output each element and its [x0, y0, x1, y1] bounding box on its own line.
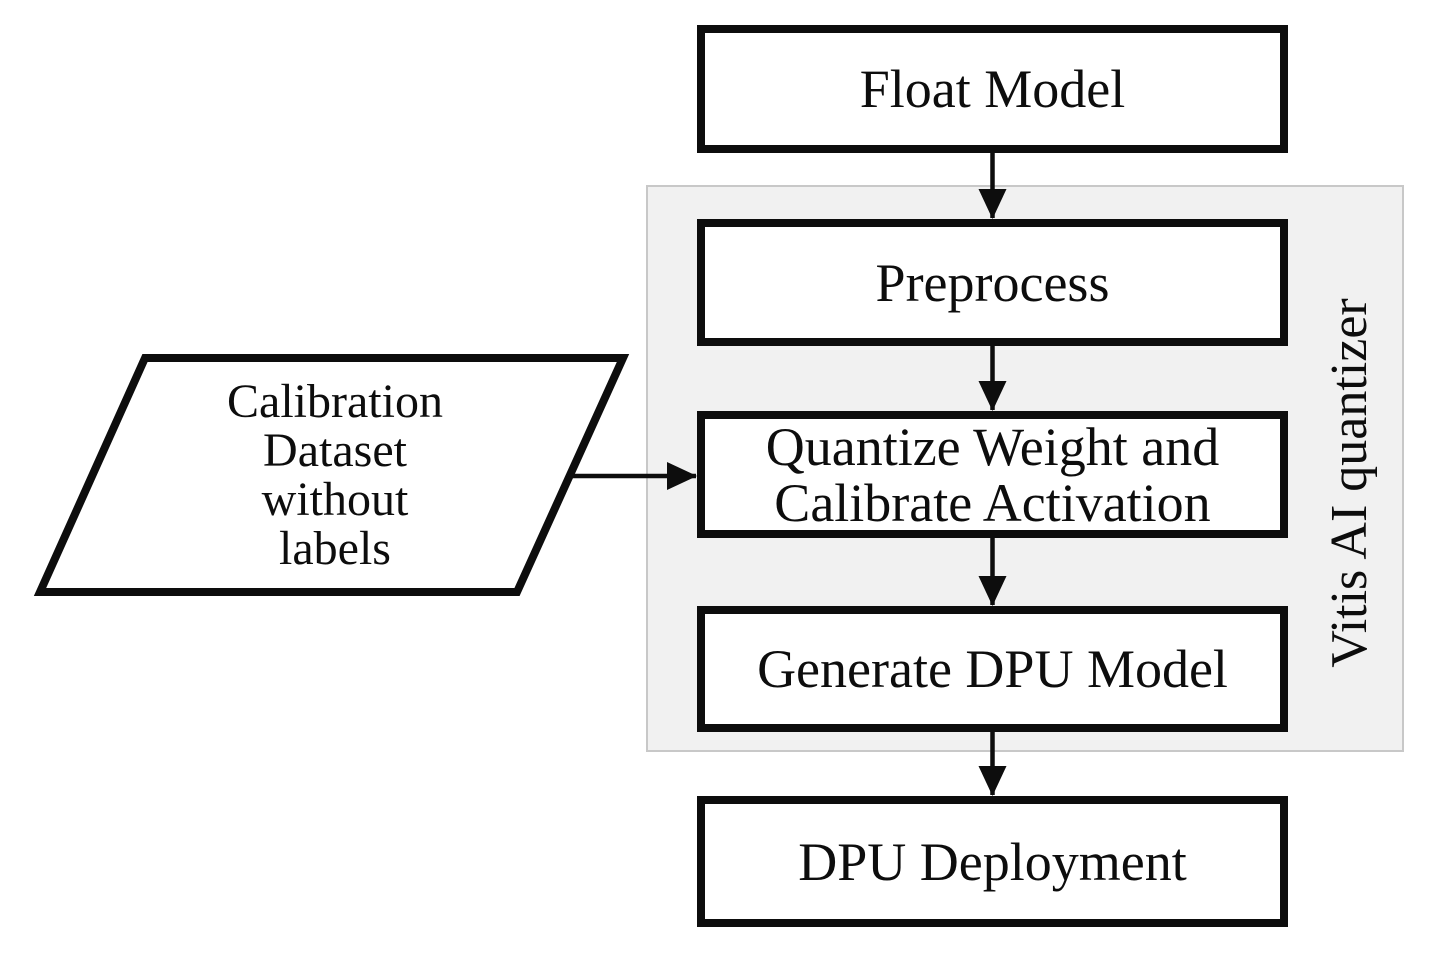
node-quantize-calibrate-label-line2: Calibrate Activation — [774, 472, 1211, 533]
node-quantize-calibrate: Quantize Weight and Calibrate Activation — [697, 411, 1288, 538]
node-float-model-label: Float Model — [859, 59, 1126, 119]
calibration-dataset-label-line1: Calibration — [227, 375, 443, 428]
calibration-dataset-label-line3: without — [261, 473, 409, 526]
calibration-dataset-label: Calibration Dataset without labels — [145, 377, 525, 573]
node-dpu-deployment-label: DPU Deployment — [798, 831, 1187, 892]
quantizer-region-label: Vitis AI quantizer — [1321, 298, 1378, 668]
node-generate-dpu-model: Generate DPU Model — [697, 606, 1288, 732]
node-float-model: Float Model — [697, 25, 1288, 153]
node-generate-dpu-model-label: Generate DPU Model — [757, 639, 1228, 699]
node-preprocess: Preprocess — [697, 219, 1288, 346]
node-preprocess-label: Preprocess — [875, 252, 1110, 313]
node-dpu-deployment: DPU Deployment — [697, 796, 1288, 927]
calibration-dataset-label-line4: labels — [279, 522, 391, 575]
calibration-dataset-label-line2: Dataset — [263, 424, 407, 477]
node-quantize-calibrate-label-line1: Quantize Weight and — [765, 416, 1220, 477]
